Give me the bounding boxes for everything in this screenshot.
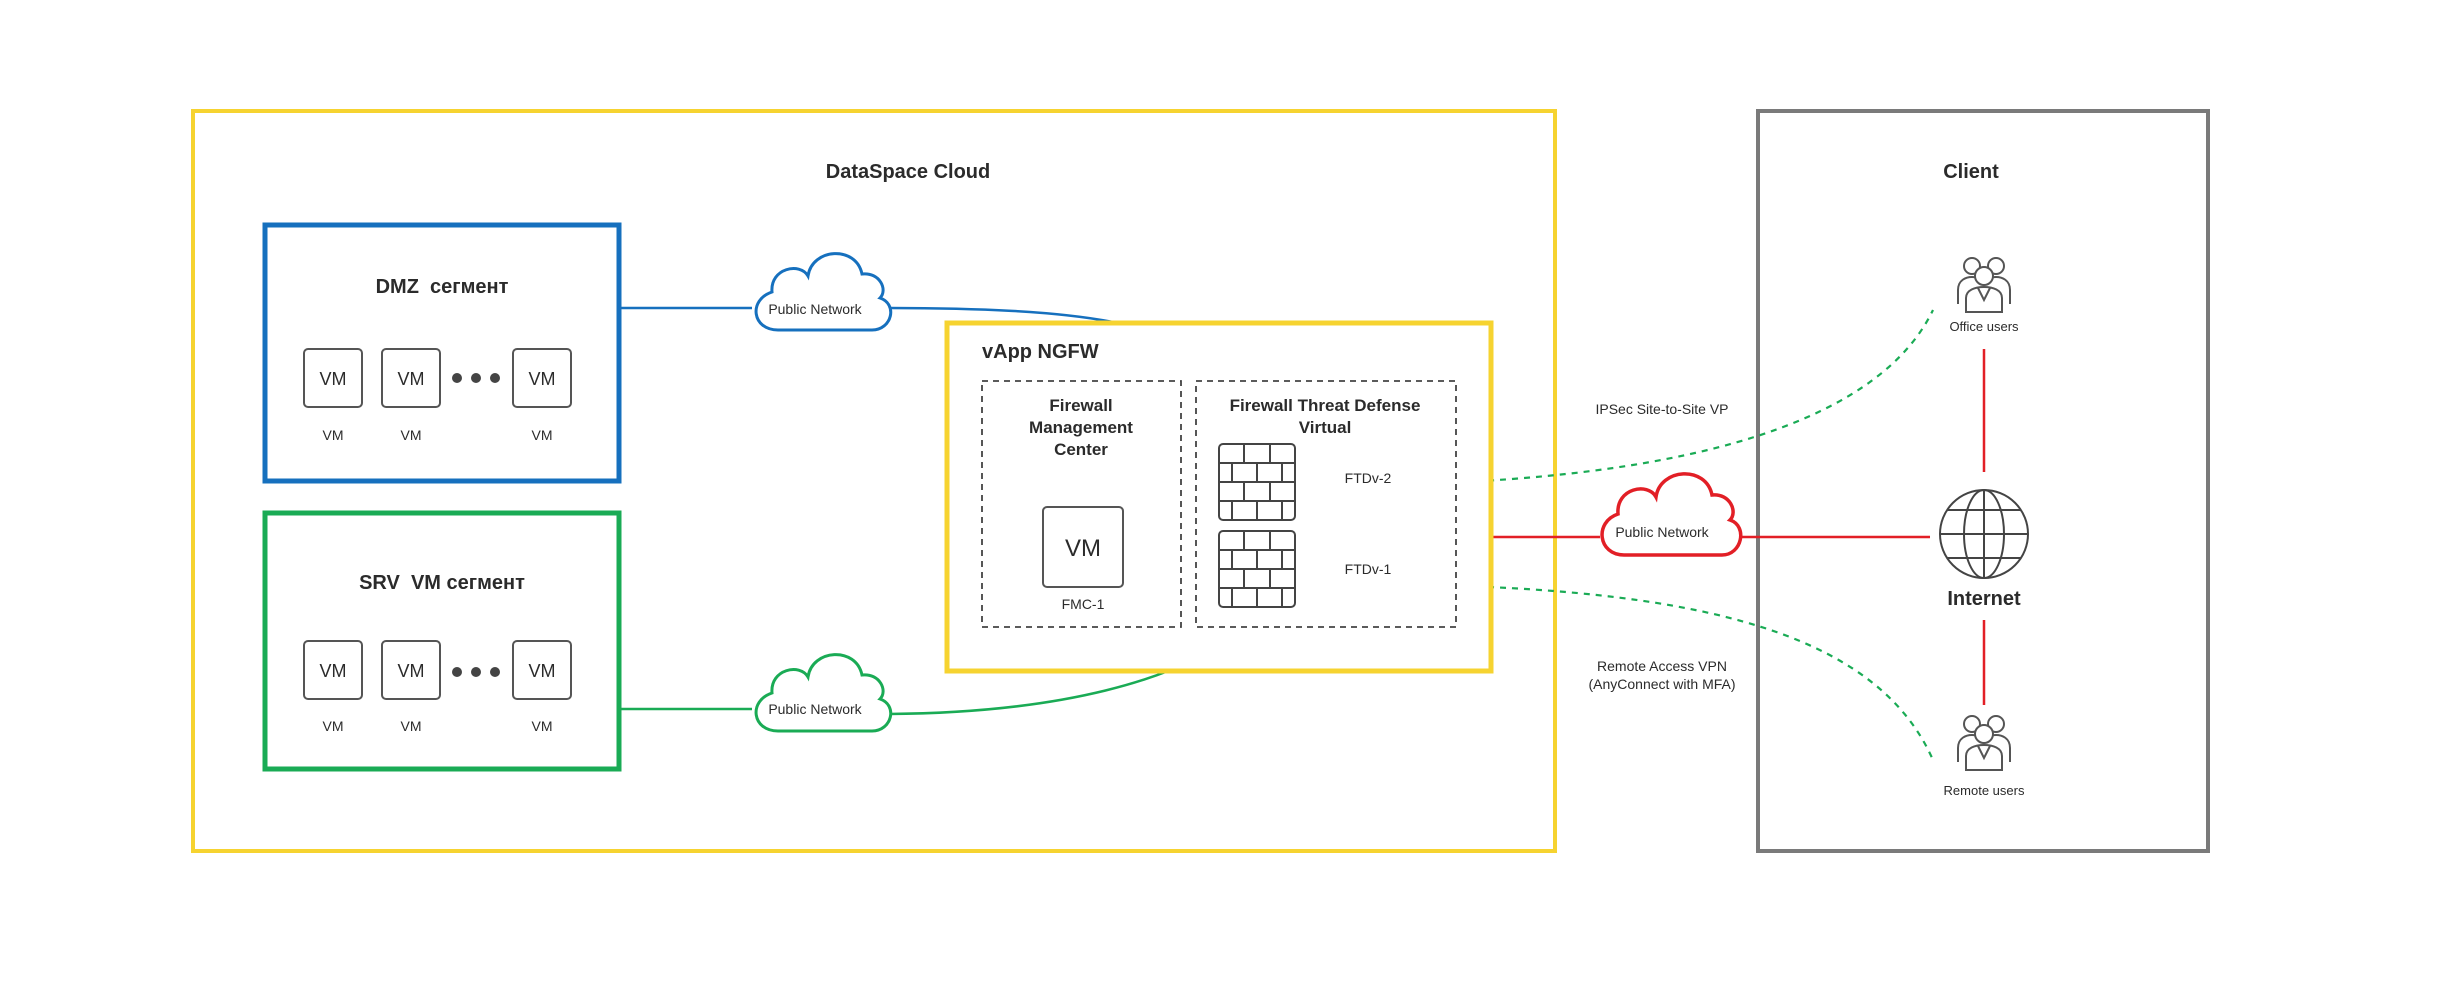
remote-access-vpn-link [1463,584,1935,761]
dmz-vm-2: VM [381,348,441,408]
client-title: Client [1943,161,1999,183]
dmz-vm-3-caption: VM [532,427,553,443]
srv-vm-2-caption: VM [401,718,422,734]
dmz-vm-2-box-label: VM [398,369,425,389]
dmz-segment-title: DMZ сегмент [376,276,509,298]
srv-segment-title: SRV VM сегмент [359,572,525,594]
fmc-vm-box-label: VM [1065,535,1101,562]
ipsec-vpn-label: IPSec Site-to-Site VP [1595,401,1728,417]
srv-vm-2-box-label: VM [398,661,425,681]
remote-users-label: Remote users [1944,783,2025,798]
dmz-vm-3-box-label: VM [529,369,556,389]
internet-label: Internet [1947,588,2021,610]
office-users-icon [1957,257,2011,313]
firewall-icon [1218,530,1296,608]
dataspace-cloud-region [191,109,1557,853]
ftd-title-line-1: Firewall Threat Defense [1230,396,1421,415]
ftdv-2-label: FTDv-2 [1345,470,1392,486]
dmz-vm-1: VM [303,348,363,408]
public-network-right-label: Public Network [1615,524,1709,540]
srv-vm-1: VM [303,640,363,700]
srv-vm-1-box-label: VM [320,661,347,681]
fmc-vm-icon: VM [1042,506,1124,588]
ftdv-1-label: FTDv-1 [1345,561,1392,577]
dmz-vm-1-box-label: VM [320,369,347,389]
fmc-title-line-3: Center [1054,440,1108,459]
dmz-vm-3: VM [512,348,572,408]
firewall-icon [1218,443,1296,521]
srv-vm-3-box-label: VM [529,661,556,681]
fmc-name: FMC-1 [1062,596,1105,612]
srv-vm-1-caption: VM [323,718,344,734]
public-network-cloud-bottom-icon: Public Network [754,653,893,733]
dmz-vm-1-caption: VM [323,427,344,443]
remote-access-vpn-label-line-2: (AnyConnect with MFA) [1588,676,1735,692]
srv-vm-3-caption: VM [532,718,553,734]
vapp-ngfw-title: vApp NGFW [982,341,1099,363]
public-network-top-label: Public Network [768,301,862,317]
srv-ellipsis-icon [452,667,500,677]
fmc-title-line-1: Firewall [1049,396,1112,415]
remote-users-icon [1957,715,2011,771]
dmz-ellipsis-icon [452,373,500,383]
public-network-cloud-right-icon: Public Network [1600,472,1743,557]
client-region [1756,109,2210,853]
ftd-title-line-2: Virtual [1299,418,1352,437]
srv-vm-3: VM [512,640,572,700]
dataspace-cloud-title: DataSpace Cloud [826,161,990,183]
fmc-box [981,380,1182,628]
office-users-label: Office users [1949,319,2019,334]
public-network-cloud-top-icon: Public Network [754,252,893,332]
fmc-title-line-2: Management [1029,418,1133,437]
remote-access-vpn-label-line-1: Remote Access VPN [1597,658,1727,674]
public-network-bottom-label: Public Network [768,701,862,717]
globe-icon [1939,489,2029,579]
dmz-vm-2-caption: VM [401,427,422,443]
ipsec-vpn-link [1463,309,1934,484]
srv-vm-2: VM [381,640,441,700]
